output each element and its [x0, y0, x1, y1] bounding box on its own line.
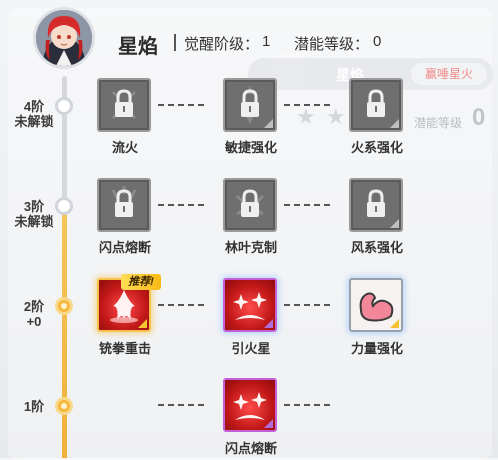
- lock-icon: [111, 186, 137, 217]
- background-name-pill: 星焰 赢唾星火: [248, 58, 493, 90]
- skill-tile-forest-counter[interactable]: [223, 178, 277, 232]
- sparkle-burst-icon: [233, 392, 267, 420]
- flexed-arm-icon: [359, 292, 394, 322]
- character-name: 星焰: [118, 36, 158, 58]
- potential-label: 潜能等级：: [294, 36, 370, 53]
- skill-name-flashpoint: 闪点熔断: [224, 441, 277, 456]
- awakening-label: 觉醒阶级：: [184, 36, 260, 53]
- skill-name-gunfist-strike: 铳拳重击: [98, 341, 151, 356]
- character-avatar[interactable]: [33, 7, 95, 69]
- background-level-label: 潜能等级: [414, 116, 463, 130]
- tier-2-title: 2阶: [23, 299, 45, 314]
- skill-name-agility: 敏捷强化: [224, 140, 277, 155]
- skill-tile-fire-boost[interactable]: [349, 78, 403, 132]
- connector-tier1-a: [158, 404, 204, 406]
- skill-tile-ignite-star[interactable]: [223, 278, 277, 332]
- awakening-value: 1: [262, 33, 271, 50]
- rarity-corner-icon: [264, 419, 273, 428]
- rarity-corner-icon: [390, 219, 399, 228]
- skill-tile-flashpoint[interactable]: [223, 378, 277, 432]
- recommend-badge: 推荐!: [121, 274, 161, 290]
- tier-3-node: [55, 197, 73, 215]
- skill-name-ignite-star: 引火星: [231, 341, 271, 356]
- background-stars: ★ ★: [296, 104, 348, 129]
- tier-1-label: 1阶: [9, 399, 59, 414]
- skill-tile-wind-boost[interactable]: [349, 178, 403, 232]
- rarity-corner-icon: [390, 319, 399, 328]
- skill-tile-liuhuo[interactable]: [97, 78, 151, 132]
- header-separator: [174, 34, 176, 51]
- lock-icon: [235, 189, 265, 217]
- timeline-track-locked: [62, 76, 67, 216]
- tier-4-title: 4阶: [23, 99, 45, 114]
- potential-value: 0: [373, 33, 382, 50]
- connector-tier4-a: [158, 104, 204, 106]
- skill-name-liuhuo: 流火: [111, 140, 138, 155]
- skill-name-forest-counter: 林叶克制: [224, 240, 277, 255]
- sparkle-burst-icon: [233, 292, 267, 320]
- tier-2-label: 2阶 +0: [9, 299, 59, 329]
- rarity-corner-icon: [264, 119, 273, 128]
- tier-3-title: 3阶: [23, 199, 45, 214]
- connector-tier3-a: [158, 204, 204, 206]
- connector-tier2-a: [158, 304, 204, 306]
- connector-tier3-b: [284, 204, 330, 206]
- tier-4-node: [55, 97, 73, 115]
- skill-name-fire-boost: 火系强化: [350, 140, 403, 155]
- background-character-tag: 赢唾星火: [411, 63, 487, 85]
- skill-tile-flashpoint-locked[interactable]: [97, 178, 151, 232]
- tier-2-node: [55, 297, 73, 315]
- tier-1-title: 1阶: [23, 399, 45, 414]
- timeline-track-unlocked: [62, 206, 67, 458]
- rarity-corner-icon: [390, 119, 399, 128]
- lock-icon: [241, 86, 259, 124]
- skill-tile-strength-boost[interactable]: [349, 278, 403, 332]
- lock-icon: [111, 89, 137, 120]
- tier-2-status: +0: [26, 314, 42, 329]
- lock-icon: [367, 89, 385, 117]
- tier-3-label: 3阶 未解锁: [9, 199, 59, 229]
- connector-tier4-b: [284, 104, 330, 106]
- skill-tile-agility[interactable]: [223, 78, 277, 132]
- skill-name-wind-boost: 风系强化: [350, 240, 403, 255]
- skill-name-strength-boost: 力量强化: [350, 341, 403, 356]
- flame-burst-icon: [110, 290, 138, 323]
- connector-tier1-b: [284, 404, 330, 406]
- background-level-value: 0: [472, 104, 486, 131]
- rarity-corner-icon: [138, 319, 147, 328]
- skill-name-flashpoint-locked: 闪点熔断: [98, 240, 151, 255]
- rarity-corner-icon: [264, 319, 273, 328]
- lock-icon: [367, 189, 385, 217]
- tier-4-status: 未解锁: [14, 114, 54, 129]
- tier-4-label: 4阶 未解锁: [9, 99, 59, 129]
- connector-tier2-b: [284, 304, 330, 306]
- tier-3-status: 未解锁: [14, 214, 54, 229]
- tier-1-node: [55, 397, 73, 415]
